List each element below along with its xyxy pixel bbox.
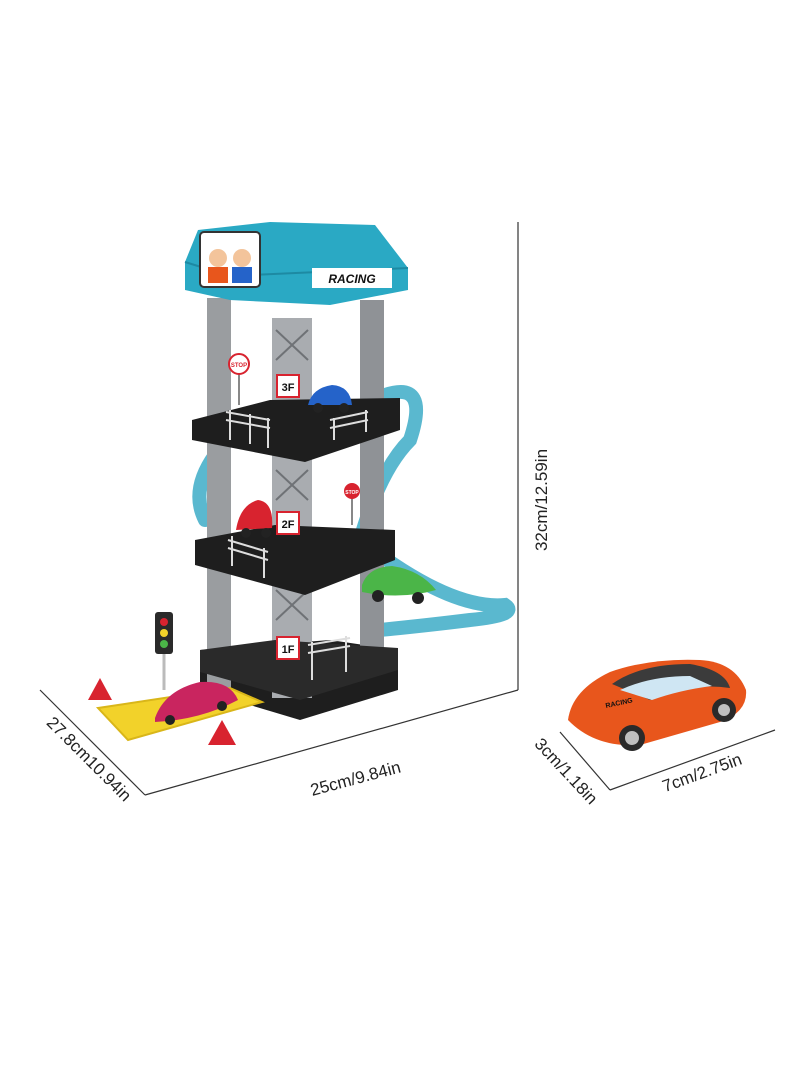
kid-left-body (208, 267, 228, 283)
blue-car (308, 385, 352, 413)
pillar-truss (275, 329, 309, 621)
floor-1-platform (200, 640, 398, 700)
tower-brand-text: RACING (328, 272, 375, 286)
floor-2-platform (195, 525, 395, 595)
car-height-label: 3cm/1.18in (531, 734, 602, 808)
car-height-dimension-line (559, 731, 611, 791)
height-label: 32cm/12.59in (532, 449, 551, 551)
fences (225, 410, 369, 680)
traffic-cones (88, 678, 236, 745)
floor-signs: 3F 2F 1F (276, 374, 300, 660)
red-car (236, 500, 273, 538)
side-ramp (343, 385, 516, 672)
floor-3-platform (192, 398, 400, 462)
depth-dimension-line (39, 689, 146, 796)
pink-car (155, 681, 238, 725)
traffic-light (155, 612, 173, 690)
car-length-dimension-line (609, 729, 776, 791)
green-car (362, 566, 436, 604)
parking-tower: 3F 2F 1F STOP STOP (88, 222, 516, 745)
pillar-right (360, 300, 384, 660)
width-dimension-line (144, 689, 519, 796)
kid-right-body (232, 267, 252, 283)
width-label: 25cm/9.84in (308, 758, 402, 800)
car-rear-rim (718, 704, 730, 716)
dimension-lines (39, 222, 776, 796)
stop-sign-text-lower: STOP (345, 490, 359, 496)
kid-left-icon (209, 249, 227, 267)
floor-1-label: 1F (282, 644, 295, 656)
pillar-left (207, 298, 231, 688)
stop-signs: STOP STOP (228, 353, 360, 525)
racing-logo-panel (312, 268, 392, 288)
kid-right-icon (233, 249, 251, 267)
orange-toy-car: RACING (568, 659, 747, 751)
floor-3-label: 3F (282, 382, 295, 394)
floor-2-label: 2F (282, 519, 295, 531)
car-front-rim (625, 731, 639, 745)
stop-sign-text-upper: STOP (231, 363, 247, 369)
